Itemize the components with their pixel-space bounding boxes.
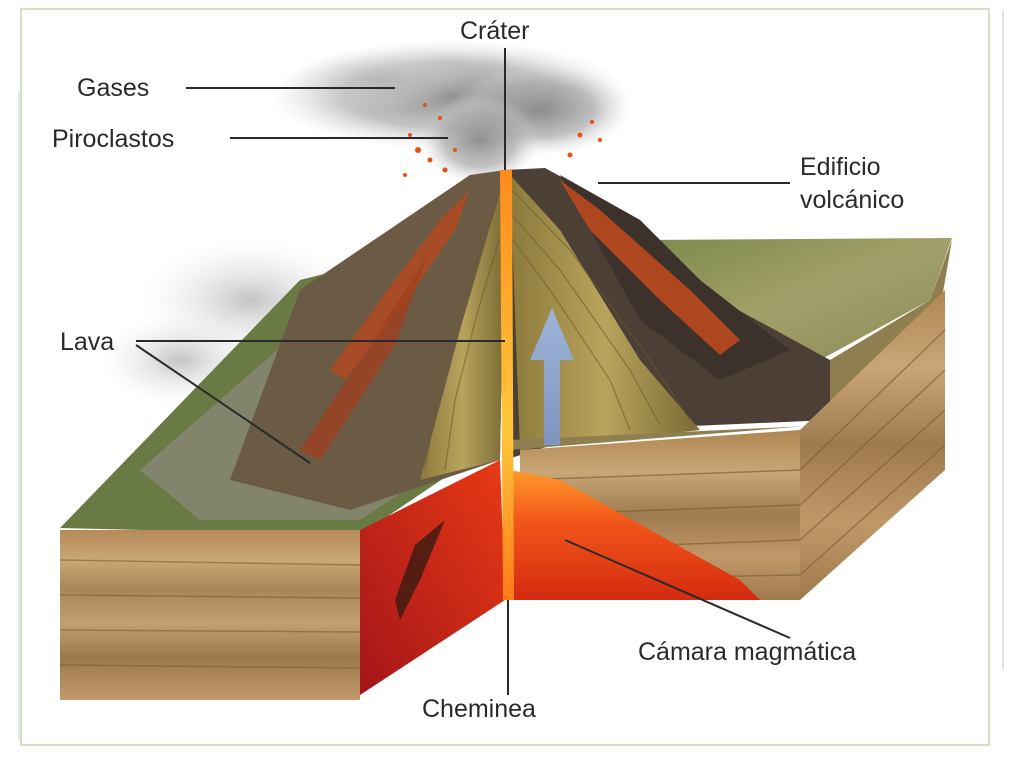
magma-chamber-left	[360, 460, 505, 695]
volcano-lava-streak	[560, 180, 740, 355]
camara-label: Cámara magmática	[638, 638, 857, 666]
lava-leader-2	[135, 344, 311, 464]
piroclastos-label: Piroclastos	[52, 125, 175, 153]
crater-label: Cráter	[460, 17, 530, 45]
magma-dark-pocket	[395, 520, 445, 620]
volcano-lava-left	[330, 190, 470, 380]
lava-label: Lava	[60, 328, 115, 356]
magma-rising-arrow	[530, 308, 574, 445]
frame-edge	[1002, 10, 1004, 670]
pyroclast-particles	[403, 103, 602, 177]
frame-edge-left	[18, 90, 20, 740]
right-block-side	[800, 290, 945, 600]
eruption-cloud	[420, 95, 540, 185]
cheminea-label: Cheminea	[422, 695, 536, 723]
volcano-lava-left2	[300, 250, 430, 460]
left-strata-lines	[59, 559, 361, 669]
cone-cut-left	[420, 175, 505, 480]
cone-strata	[424, 189, 691, 471]
chimney-conduit	[500, 170, 514, 600]
edificio-label-line1: Edificio	[800, 153, 881, 181]
camara-leader	[564, 539, 791, 639]
left-block-front	[60, 530, 360, 700]
edificio-label-line2: volcánico	[800, 186, 905, 214]
magma-chamber-right	[510, 470, 760, 600]
eruption-cloud	[290, 50, 470, 110]
gases-label: Gases	[77, 74, 150, 102]
leader-lines	[135, 48, 791, 695]
